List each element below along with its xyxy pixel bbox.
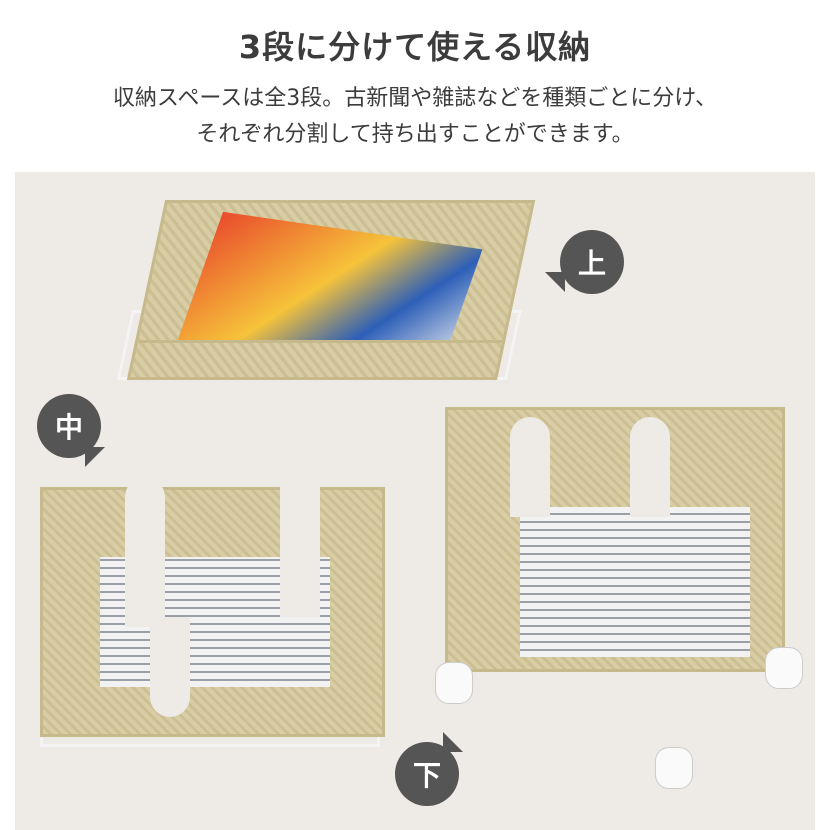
label-top-bubble: 上 xyxy=(560,230,624,294)
caster-wheel xyxy=(655,747,693,789)
middle-box xyxy=(40,437,400,747)
product-photo: 上 中 下 xyxy=(15,172,815,830)
caster-wheel xyxy=(765,647,803,689)
bottom-box xyxy=(435,397,803,789)
description-line-2: それぞれ分割して持ち出すことができます。 xyxy=(196,122,634,147)
label-bottom-bubble: 下 xyxy=(395,742,459,806)
page-title: 3段に分けて使える収納 xyxy=(238,28,592,66)
top-tray xyxy=(116,200,545,390)
caster-wheel xyxy=(435,662,473,704)
newspapers xyxy=(520,507,750,657)
description-line-1: 収納スペースは全3段。古新聞や雑誌などを種類ごとに分け、 xyxy=(112,86,718,111)
